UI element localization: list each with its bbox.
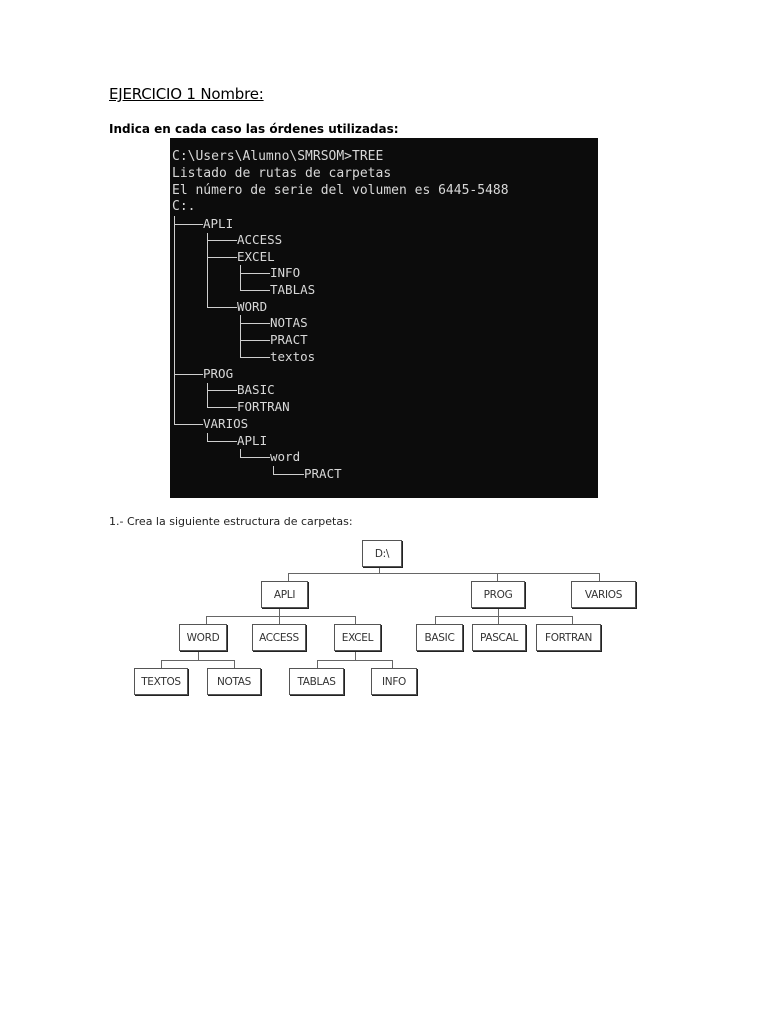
- diagram-connector: [572, 616, 573, 624]
- tree-connector: [174, 374, 203, 375]
- terminal-output-line: Listado de rutas de carpetas: [172, 166, 392, 181]
- tree-connector: [240, 357, 270, 358]
- tree-node-info: INFO: [270, 265, 301, 280]
- folder-basic: BASIC: [416, 624, 463, 651]
- diagram-connector: [435, 616, 436, 624]
- diagram-connector: [206, 616, 207, 624]
- tree-connector: [240, 457, 270, 458]
- tree-node-varios: VARIOS: [203, 416, 249, 431]
- terminal-screenshot: C:\Users\Alumno\SMRSOM>TREE Listado de r…: [170, 138, 598, 498]
- diagram-connector: [279, 607, 280, 624]
- diagram-connector: [379, 566, 380, 574]
- tree-connector: [240, 273, 270, 274]
- tree-connector: [174, 216, 175, 424]
- tree-connector: [174, 424, 203, 425]
- tree-connector: [240, 323, 270, 324]
- diagram-connector: [497, 573, 498, 581]
- folder-excel: EXCEL: [334, 624, 381, 651]
- folder-prog: PROG: [471, 581, 525, 608]
- diagram-connector: [599, 573, 600, 581]
- folder-apli: APLI: [261, 581, 308, 608]
- folder-root: D:\: [362, 540, 402, 567]
- diagram-connector: [206, 616, 356, 617]
- diagram-connector: [435, 616, 573, 617]
- tree-node-varios-pract: PRACT: [304, 466, 342, 481]
- folder-varios: VARIOS: [571, 581, 636, 608]
- terminal-output-line: El número de serie del volumen es 6445-5…: [172, 183, 509, 198]
- tree-connector: [207, 233, 208, 307]
- folder-word: WORD: [179, 624, 227, 651]
- tree-node-tablas: TABLAS: [270, 282, 316, 297]
- tree-connector: [207, 307, 237, 308]
- folder-textos: TEXTOS: [134, 668, 188, 695]
- instructions-heading: Indica en cada caso las órdenes utilizad…: [109, 122, 399, 136]
- tree-connector: [207, 441, 237, 442]
- tree-connector: [240, 290, 270, 291]
- tree-node-excel: EXCEL: [237, 249, 275, 264]
- folder-pascal: PASCAL: [472, 624, 526, 651]
- tree-node-pract: PRACT: [270, 332, 308, 347]
- tree-connector: [174, 224, 203, 225]
- tree-node-prog: PROG: [203, 366, 234, 381]
- tree-connector: [240, 449, 241, 457]
- folder-info: INFO: [371, 668, 417, 695]
- folder-fortran: FORTRAN: [536, 624, 601, 651]
- tree-node-varios-word: word: [270, 449, 301, 464]
- tree-connector: [240, 315, 241, 357]
- tree-node-varios-apli: APLI: [237, 433, 268, 448]
- diagram-connector: [355, 650, 356, 660]
- diagram-connector: [161, 660, 162, 668]
- tree-node-basic: BASIC: [237, 382, 275, 397]
- tree-connector: [240, 265, 241, 290]
- tree-node-textos: textos: [270, 349, 316, 364]
- tree-node-fortran: FORTRAN: [237, 399, 290, 414]
- diagram-connector: [288, 573, 289, 581]
- tree-connector: [240, 340, 270, 341]
- tree-connector: [207, 407, 237, 408]
- diagram-connector: [317, 660, 318, 668]
- tree-node-word: WORD: [237, 299, 268, 314]
- diagram-connector: [161, 660, 235, 661]
- tree-node-access: ACCESS: [237, 232, 283, 247]
- tree-connector: [273, 474, 304, 475]
- diagram-connector: [288, 573, 600, 574]
- step-1-instruction: 1.- Crea la siguiente estructura de carp…: [109, 515, 353, 528]
- tree-connector: [207, 240, 237, 241]
- tree-connector: [207, 390, 237, 391]
- diagram-connector: [498, 607, 499, 624]
- terminal-command: C:\Users\Alumno\SMRSOM>TREE: [172, 149, 384, 164]
- tree-connector: [273, 466, 274, 474]
- tree-node-apli: APLI: [203, 216, 234, 231]
- tree-connector: [207, 433, 208, 441]
- tree-node-notas: NOTAS: [270, 315, 308, 330]
- folder-notas: NOTAS: [207, 668, 261, 695]
- tree-connector: [207, 257, 237, 258]
- diagram-connector: [317, 660, 393, 661]
- diagram-connector: [198, 650, 199, 660]
- exercise-title: EJERCICIO 1 Nombre:: [109, 85, 264, 103]
- diagram-connector: [234, 660, 235, 668]
- folder-access: ACCESS: [252, 624, 306, 651]
- diagram-connector: [392, 660, 393, 668]
- tree-connector: [207, 383, 208, 407]
- terminal-output-line: C:.: [172, 199, 196, 214]
- folder-tablas: TABLAS: [289, 668, 344, 695]
- diagram-connector: [355, 616, 356, 624]
